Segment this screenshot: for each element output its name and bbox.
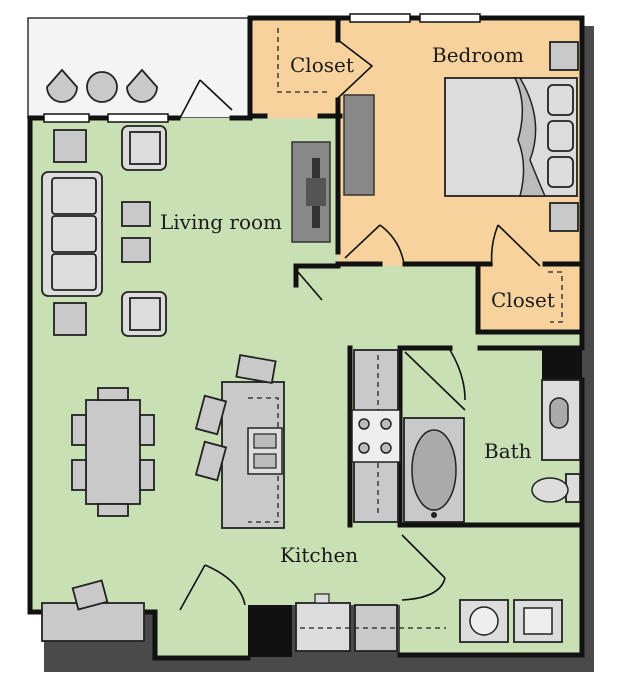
bedroom-furniture: [343, 41, 579, 232]
closet-bedroom-floor: [250, 18, 338, 118]
room-label-kitchen: Kitchen: [280, 543, 358, 567]
wall-block: [248, 605, 292, 657]
closet-rod: [548, 271, 563, 323]
balcony-area: [27, 17, 251, 119]
room-label-closet-hall: Closet: [491, 288, 555, 312]
kitchen-island: [194, 353, 285, 529]
kitchen-counter: [351, 349, 401, 523]
closet-hall-floor: [478, 266, 582, 330]
room-label-bedroom: Bedroom: [432, 43, 524, 67]
room-label-living-room: Living room: [160, 210, 282, 234]
bath-fixtures: [403, 379, 581, 523]
closet-rod: [277, 28, 330, 93]
room-label-bath: Bath: [484, 439, 532, 463]
living-furniture: [41, 125, 331, 337]
lower-furniture: [41, 579, 563, 652]
room-label-closet-bedroom: Closet: [290, 53, 354, 77]
walls: [27, 15, 585, 661]
windows: [43, 13, 481, 123]
wall-block: [542, 348, 582, 380]
doors: [179, 39, 541, 611]
dining-set: [71, 387, 155, 517]
balcony-furniture: [46, 68, 158, 103]
